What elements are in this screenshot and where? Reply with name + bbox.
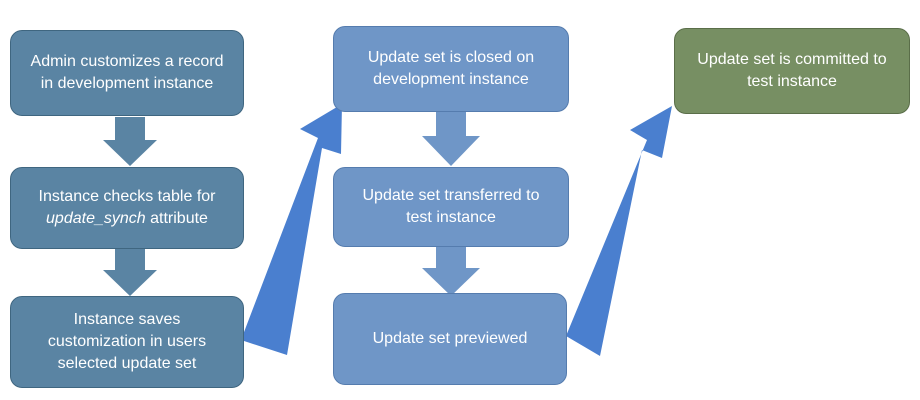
step-update-set-previewed-label: Update set previewed (372, 330, 528, 347)
step-update-set-closed-label: Update set is closed on development inst… (367, 49, 535, 88)
instance-checks-prefix: Instance checks table for (38, 188, 216, 205)
down-arrow-4 (422, 245, 480, 296)
step-update-set-committed-label: Update set is committed to test instance (697, 51, 887, 90)
diagonal-arrow-2 (566, 106, 672, 356)
instance-checks-suffix: attribute (150, 210, 208, 227)
instance-checks-attr: update_synch (46, 210, 146, 227)
step-instance-saves: Instance saves customization in users se… (10, 296, 244, 388)
down-arrow-2 (103, 248, 157, 296)
step-admin-customizes: Admin customizes a record in development… (10, 30, 244, 116)
step-update-set-transferred-label: Update set transferred to test instance (362, 187, 540, 226)
step-admin-customizes-label: Admin customizes a record in development… (30, 53, 224, 92)
step-update-set-previewed: Update set previewed (333, 293, 567, 385)
down-arrow-1 (103, 117, 157, 166)
down-arrow-3 (422, 112, 480, 166)
step-instance-checks-label: Instance checks table for update_synch a… (39, 186, 216, 230)
step-update-set-committed: Update set is committed to test instance (674, 28, 910, 114)
step-update-set-transferred: Update set transferred to test instance (333, 167, 569, 247)
diagonal-arrow-1 (241, 104, 342, 355)
step-instance-saves-label: Instance saves customization in users se… (47, 311, 207, 372)
step-instance-checks: Instance checks table for update_synch a… (10, 167, 244, 249)
step-update-set-closed: Update set is closed on development inst… (333, 26, 569, 112)
